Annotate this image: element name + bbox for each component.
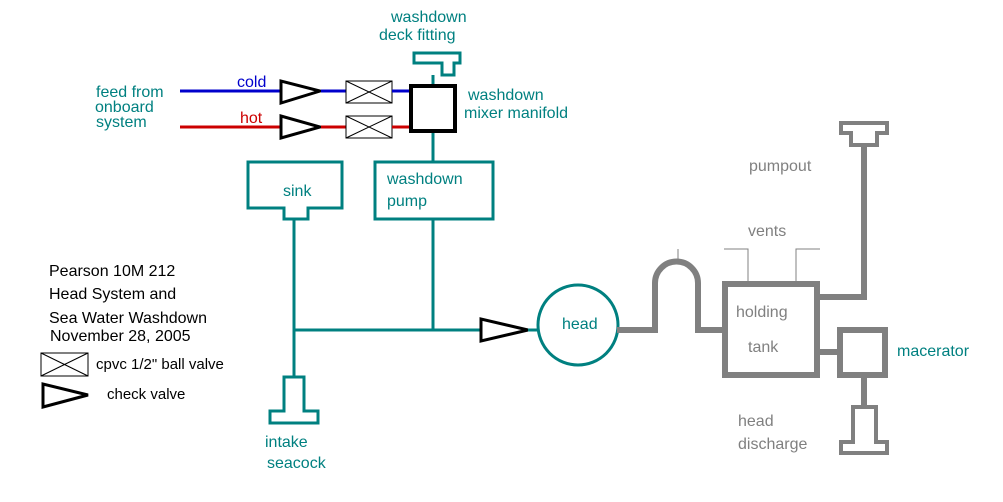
tank-label-1: holding	[736, 304, 788, 321]
manifold-label-1: washdown	[468, 87, 544, 104]
pumpout-pipe	[820, 142, 867, 300]
pumpout-fitting	[839, 121, 889, 147]
cold-label: cold	[237, 74, 267, 91]
vented-loop	[617, 258, 722, 333]
deck-fitting-label-2: deck fitting	[379, 27, 456, 44]
title-line-1: Pearson 10M 212	[49, 263, 176, 280]
legend-check-valve-label: check valve	[107, 386, 186, 403]
feed-label-2: onboard	[95, 99, 154, 116]
head-check-valve	[479, 317, 529, 343]
discharge-label-2: discharge	[738, 436, 808, 453]
deck-fitting-label-1: washdown	[391, 9, 467, 26]
holding-tank	[722, 281, 820, 378]
intake-seacock	[268, 375, 320, 425]
legend-ball-valve-symbol	[40, 352, 89, 377]
head-label: head	[562, 316, 598, 333]
manifold-label-2: mixer manifold	[464, 105, 569, 122]
tank-label-2: tank	[748, 339, 779, 356]
legend-ball-valve-label: cpvc 1/2" ball valve	[96, 356, 224, 373]
sink	[246, 160, 344, 221]
vents-label: vents	[748, 223, 787, 240]
title-line-4: November 28, 2005	[50, 328, 191, 345]
discharge-seacock	[839, 405, 889, 455]
feed-label-1: feed from	[96, 84, 164, 101]
washdown-pump	[373, 160, 495, 221]
macerator	[837, 327, 888, 378]
legend-check-valve-symbol	[41, 382, 89, 409]
hot-label: hot	[240, 110, 263, 127]
intake-label-2: seacock	[267, 455, 326, 472]
vent-1	[724, 248, 749, 282]
mixer-manifold	[409, 84, 457, 133]
hot-ball-valve	[345, 115, 393, 139]
cold-check-valve	[279, 79, 326, 106]
cold-ball-valve	[345, 80, 393, 104]
title-line-3: Sea Water Washdown	[49, 310, 207, 327]
hot-check-valve	[279, 114, 326, 140]
vent-2	[795, 248, 820, 282]
feed-label-3: system	[96, 114, 147, 131]
intake-label-1: intake	[265, 434, 308, 451]
pumpout-label: pumpout	[749, 158, 812, 175]
macerator-label: macerator	[897, 343, 970, 360]
deck-fitting	[412, 51, 462, 77]
pump-label-2: pump	[387, 193, 428, 210]
discharge-label-1: head	[738, 413, 774, 430]
head	[536, 283, 620, 367]
title-line-2: Head System and	[49, 286, 177, 303]
sink-label: sink	[283, 183, 312, 200]
pump-label-1: washdown	[387, 171, 463, 188]
